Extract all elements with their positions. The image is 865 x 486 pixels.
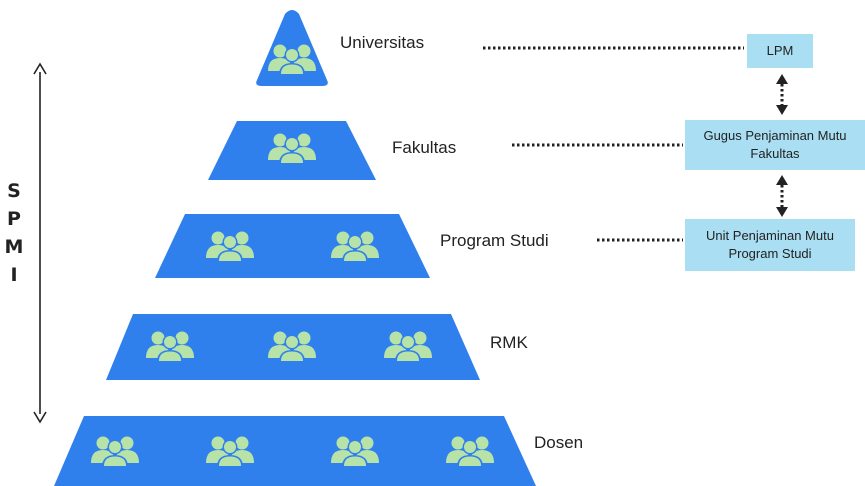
group-users-icon [146, 331, 194, 362]
side-label-m: M [4, 236, 24, 258]
box-lpm: LPM [747, 34, 813, 68]
box-unit-penjaminan-mutu: Unit Penjaminan Mutu Program Studi [685, 219, 855, 271]
side-label-p: P [7, 208, 21, 230]
group-users-icon [268, 331, 316, 362]
group-users-icon [384, 331, 432, 362]
side-label-s: S [7, 180, 21, 202]
level-label-universitas: Universitas [340, 33, 425, 52]
group-users-icon [331, 436, 379, 467]
box-gugus-line2: Fakultas [750, 146, 800, 161]
level-label-program-studi: Program Studi [440, 231, 549, 250]
dotted-arrow-gugus-unit [776, 175, 788, 217]
box-unit-line2: Program Studi [728, 246, 812, 261]
group-users-icon [206, 436, 254, 467]
tier-program-studi [155, 214, 430, 278]
scope-arrow-top [33, 62, 47, 75]
group-users-icon [206, 231, 254, 262]
box-gugus-line1: Gugus Penjaminan Mutu [703, 128, 847, 143]
scope-arrow-bottom [33, 411, 47, 424]
box-unit-line1: Unit Penjaminan Mutu [706, 228, 834, 243]
group-users-icon [268, 133, 316, 164]
box-lpm-text: LPM [766, 43, 794, 58]
tier-dosen [54, 416, 536, 486]
group-users-icon [446, 436, 494, 467]
box-gugus-penjaminan-mutu: Gugus Penjaminan Mutu Fakultas [685, 120, 865, 170]
group-users-icon [91, 436, 139, 467]
level-label-fakultas: Fakultas [392, 138, 457, 157]
side-label-i: I [10, 264, 18, 286]
level-label-rmk: RMK [490, 333, 528, 352]
dotted-arrow-lpm-gugus [776, 74, 788, 115]
group-users-icon [268, 44, 316, 75]
level-label-dosen: Dosen [534, 433, 584, 452]
group-users-icon [331, 231, 379, 262]
